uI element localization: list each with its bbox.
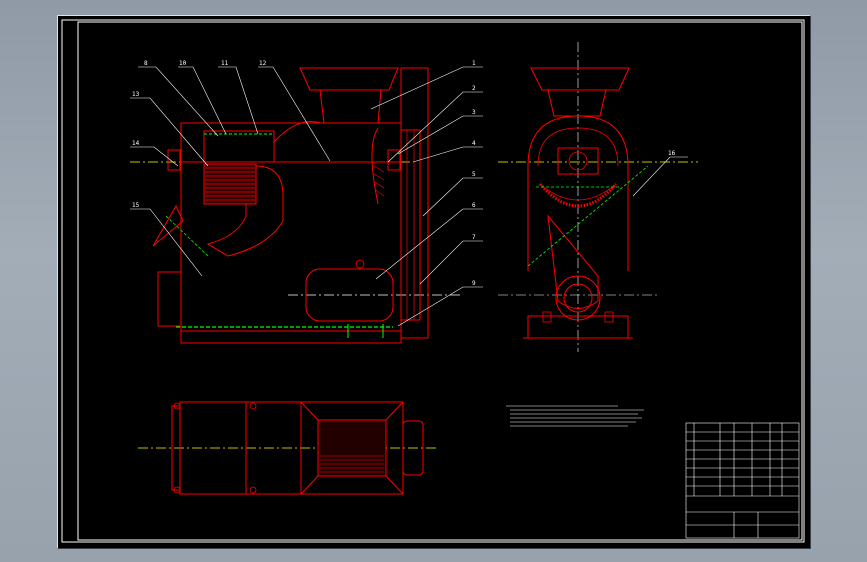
main-housing bbox=[180, 122, 402, 332]
front-leaders bbox=[130, 66, 483, 327]
side-view: 16 bbox=[498, 42, 698, 352]
side-foot-right bbox=[604, 311, 614, 323]
screen-segment bbox=[538, 183, 618, 208]
side-green-line bbox=[527, 165, 649, 267]
top-end-cap bbox=[171, 405, 181, 491]
callout-7: 7 bbox=[472, 234, 476, 241]
front-view: 8 10 11 12 1 2 3 4 5 6 7 9 13 14 15 bbox=[130, 60, 483, 344]
parts-list-and-title-block bbox=[685, 422, 800, 539]
top-hopper-corner-tl bbox=[300, 401, 319, 421]
callout-11: 11 bbox=[221, 60, 229, 67]
discharge-spout bbox=[152, 204, 184, 247]
top-hopper-corner-tr bbox=[385, 401, 404, 421]
technical-notes bbox=[506, 405, 644, 427]
callout-1: 1 bbox=[472, 60, 476, 67]
callout-10: 10 bbox=[179, 60, 187, 67]
base-plate bbox=[180, 330, 402, 344]
screen-inner-arc bbox=[539, 183, 617, 201]
callout-2: 2 bbox=[472, 85, 476, 92]
top-view bbox=[138, 401, 436, 495]
callout-12: 12 bbox=[259, 60, 267, 67]
callout-4: 4 bbox=[472, 140, 476, 147]
cad-drawing: 8 10 11 12 1 2 3 4 5 6 7 9 13 14 15 bbox=[61, 19, 805, 543]
drawing-viewport[interactable]: 8 10 11 12 1 2 3 4 5 6 7 9 13 14 15 bbox=[57, 15, 811, 549]
motor-end-inner bbox=[563, 283, 593, 313]
side-foot-left bbox=[542, 311, 552, 323]
callout-15: 15 bbox=[132, 202, 140, 209]
pulley bbox=[400, 129, 421, 321]
callout-3: 3 bbox=[472, 109, 476, 116]
callout-14: 14 bbox=[132, 140, 140, 147]
top-hopper-grid bbox=[320, 455, 384, 473]
green-accents bbox=[204, 133, 384, 338]
elbow-chute bbox=[206, 165, 284, 257]
callout-9: 9 bbox=[472, 280, 476, 287]
top-bolt-1 bbox=[249, 402, 257, 410]
motor-eye-bolt bbox=[355, 259, 365, 269]
side-frame bbox=[400, 67, 429, 339]
top-hopper-corner-bl bbox=[300, 475, 319, 495]
feed-shell bbox=[273, 121, 321, 143]
motor-body bbox=[305, 268, 394, 322]
top-bolt-3 bbox=[173, 402, 181, 410]
side-shaft-circle bbox=[568, 151, 588, 171]
motor-end-outer bbox=[555, 275, 601, 321]
callout-5: 5 bbox=[472, 171, 476, 178]
top-bolt-4 bbox=[173, 486, 181, 494]
right-bearing bbox=[387, 149, 401, 171]
side-shaft-block bbox=[557, 147, 599, 175]
side-hopper bbox=[530, 67, 630, 91]
side-housing-arch bbox=[527, 115, 629, 271]
hopper-throat bbox=[319, 89, 382, 124]
outer-border bbox=[61, 19, 805, 543]
inner-border bbox=[77, 21, 803, 541]
top-bolt-2 bbox=[249, 486, 257, 494]
side-hopper-throat bbox=[547, 89, 607, 117]
callout-13: 13 bbox=[132, 91, 140, 98]
screw-flights bbox=[205, 167, 255, 201]
left-bearing bbox=[167, 149, 181, 171]
top-hopper-corner-br bbox=[385, 475, 404, 495]
hopper-top bbox=[299, 67, 399, 91]
top-hopper-opening bbox=[317, 419, 387, 477]
side-link-arm bbox=[547, 214, 599, 309]
side-inner-arch bbox=[537, 127, 619, 167]
chute-centerline bbox=[165, 215, 209, 257]
side-shell-hatch bbox=[373, 165, 385, 197]
side-leader bbox=[632, 156, 688, 197]
callout-6: 6 bbox=[472, 202, 476, 209]
side-shell bbox=[371, 127, 379, 205]
top-pulley bbox=[402, 420, 424, 476]
callout-16: 16 bbox=[668, 150, 676, 157]
upper-barrel bbox=[203, 130, 275, 163]
callout-8: 8 bbox=[144, 60, 148, 67]
outlet-box bbox=[157, 271, 182, 327]
front-callouts: 8 10 11 12 1 2 3 4 5 6 7 9 13 14 15 bbox=[132, 60, 476, 287]
